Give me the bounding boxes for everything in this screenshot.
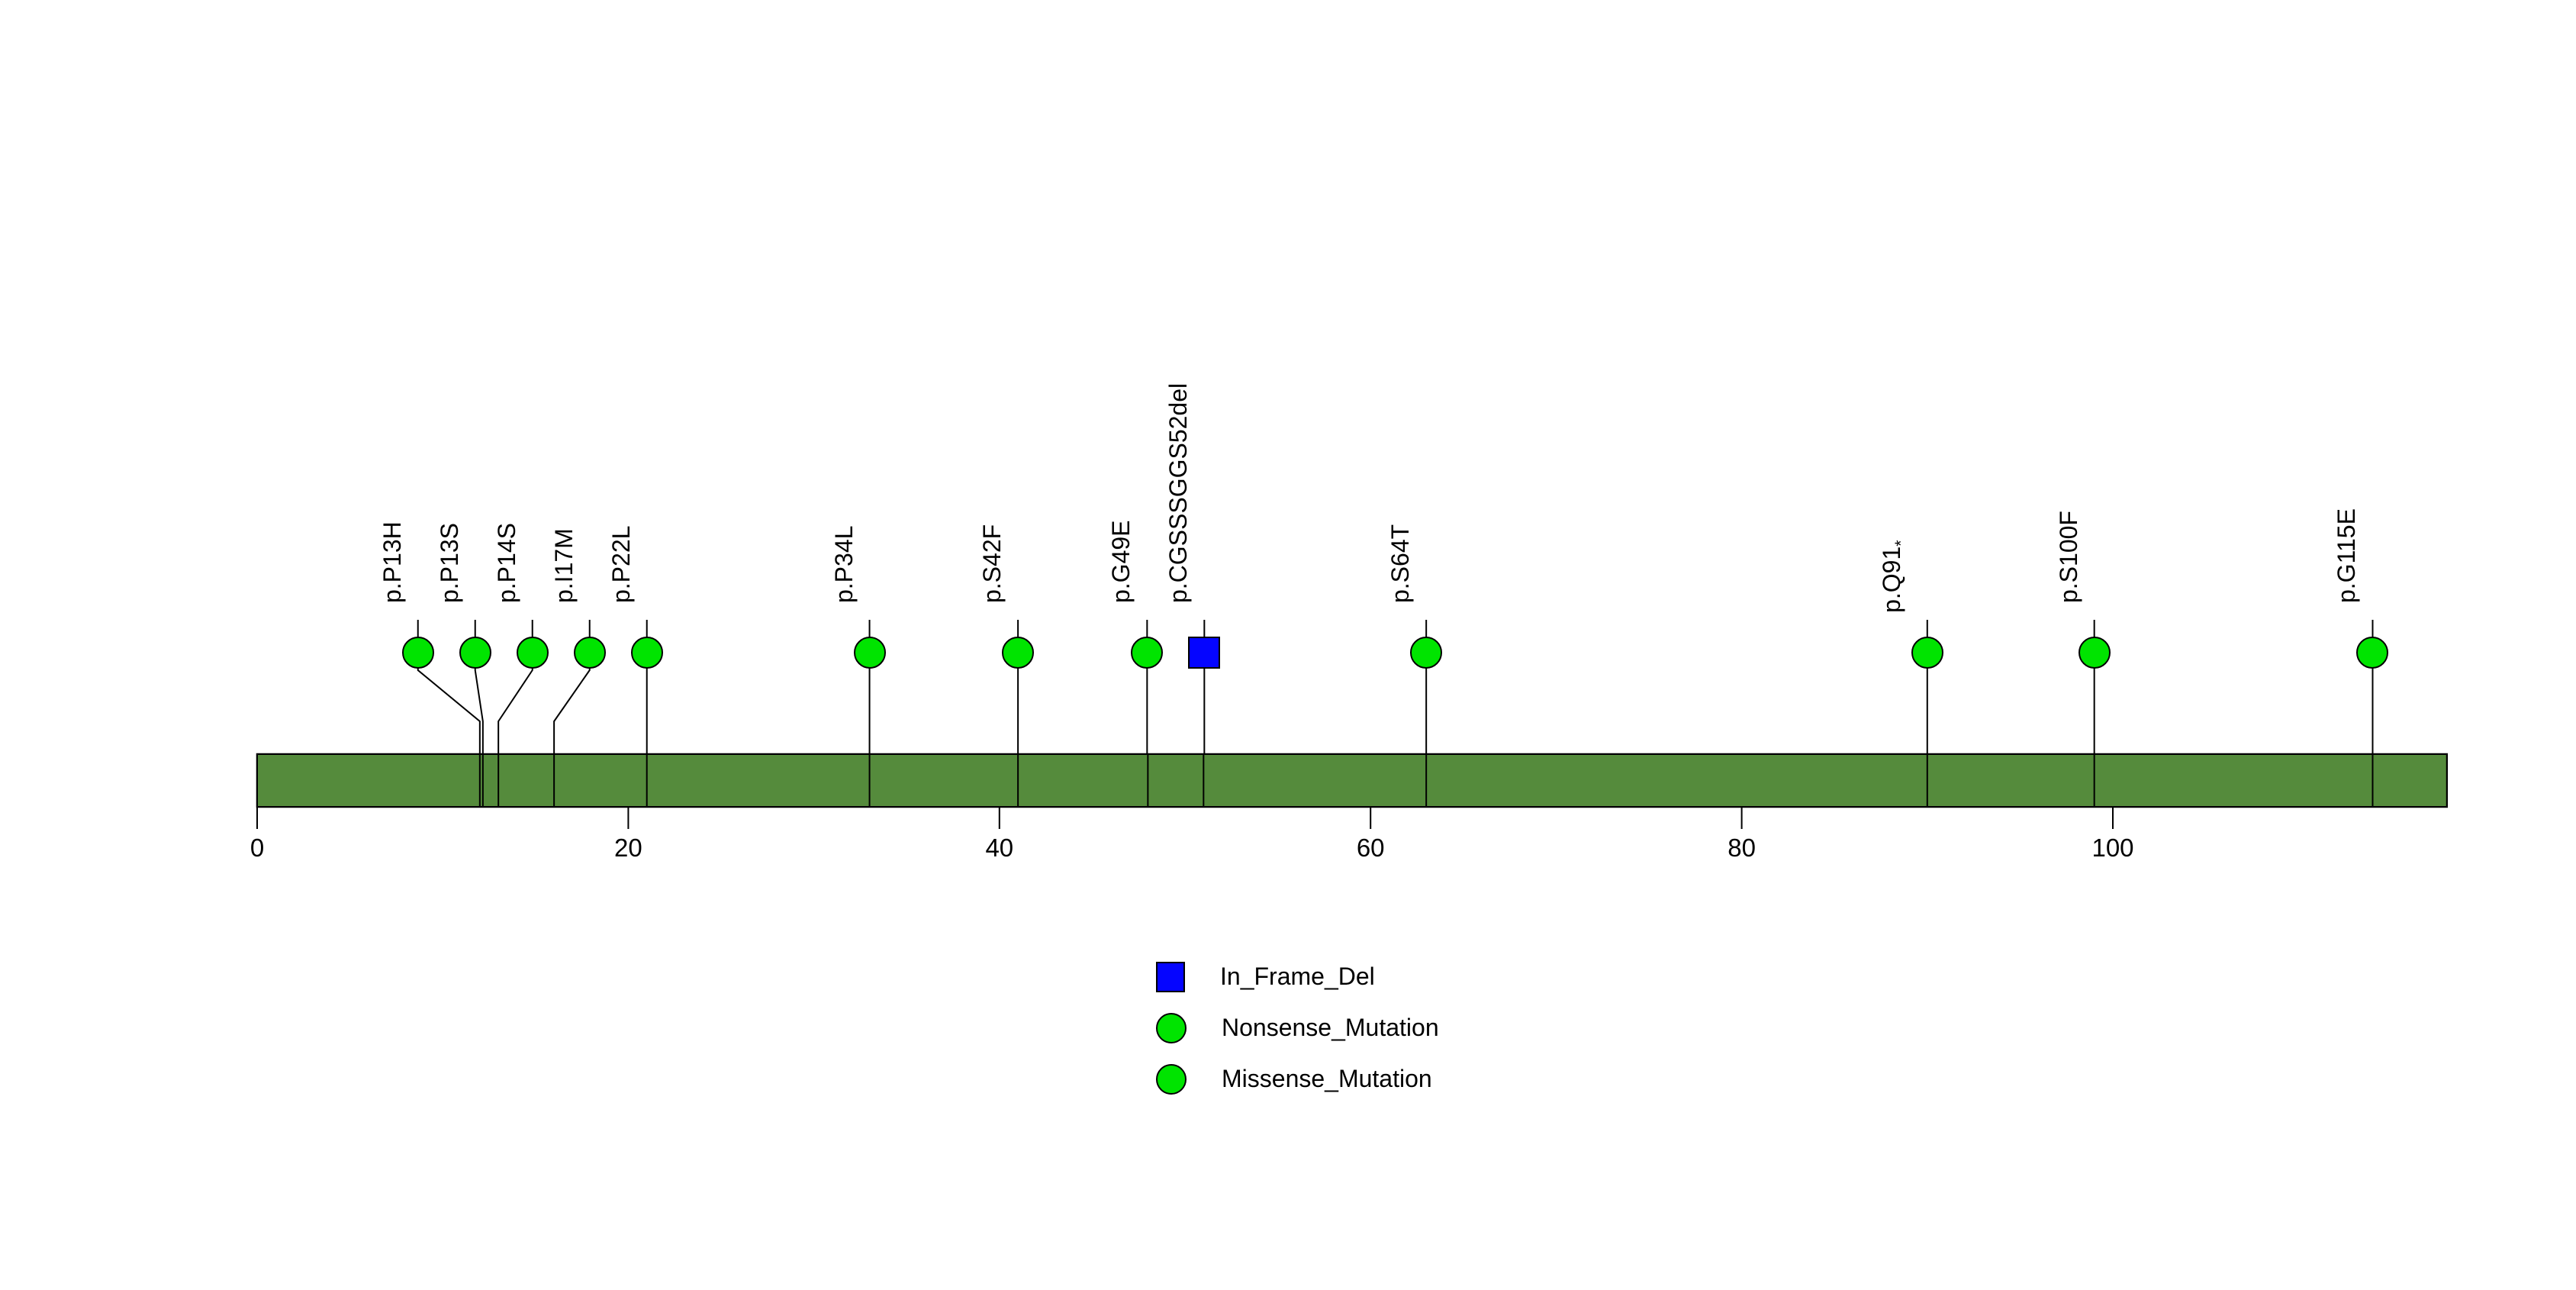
legend-swatch-circle-icon <box>1156 1063 1187 1095</box>
mutation-marker-circle <box>1131 637 1164 669</box>
mutation-label: p.Q91* <box>1877 540 1910 613</box>
mutation-label: p.S64T <box>1386 524 1415 603</box>
axis-tick-label: 80 <box>1728 834 1756 862</box>
axis-tick-label: 100 <box>2091 834 2134 862</box>
mutation-marker-circle <box>1002 637 1035 669</box>
mutation-marker-circle <box>2356 637 2389 669</box>
protein-bar <box>258 755 2446 806</box>
legend-label: Nonsense_Mutation <box>1222 1014 1439 1041</box>
mutation-label: p.G49E <box>1107 520 1135 603</box>
legend-item: In_Frame_Del <box>1156 951 1439 1002</box>
mutation-marker-circle <box>630 637 663 669</box>
mutation-label: p.P14S <box>492 523 520 603</box>
mutation-marker-circle <box>401 637 434 669</box>
mutation-marker-circle <box>516 637 549 669</box>
mutation-marker-square <box>1188 637 1221 669</box>
mutation-label: p.P22L <box>607 525 635 603</box>
mutation-label: p.P34L <box>829 525 858 603</box>
axis-tick-label: 0 <box>250 834 265 862</box>
axis-tick-label: 60 <box>1356 834 1385 862</box>
legend-label: In_Frame_Del <box>1220 963 1375 990</box>
mutation-marker-circle <box>853 637 886 669</box>
protein-bar-border <box>256 753 2449 808</box>
legend-label: Missense_Mutation <box>1222 1065 1432 1092</box>
stop-codon-asterisk: * <box>1892 540 1910 547</box>
mutation-label: p.CGSSSGGS52del <box>1164 382 1193 603</box>
axis-tick-label: 40 <box>985 834 1014 862</box>
mutation-label: p.S100F <box>2054 511 2082 603</box>
mutation-label: p.P13H <box>378 521 406 603</box>
legend-item: Missense_Mutation <box>1156 1053 1439 1105</box>
mutation-marker-circle <box>459 637 491 669</box>
legend: In_Frame_Del Nonsense_Mutation Missense_… <box>1156 951 1439 1105</box>
legend-swatch-square-icon <box>1156 961 1185 992</box>
legend-swatch-circle-icon <box>1156 1012 1187 1043</box>
mutation-marker-circle <box>2078 637 2111 669</box>
mutation-label: p.I17M <box>549 528 578 603</box>
mutation-marker-circle <box>1911 637 1943 669</box>
mutation-marker-circle <box>1410 637 1443 669</box>
axis-tick-label: 20 <box>614 834 642 862</box>
legend-item: Nonsense_Mutation <box>1156 1002 1439 1053</box>
mutation-label: p.S42F <box>978 524 1006 603</box>
mutation-label: p.P13S <box>435 523 463 603</box>
mutation-marker-circle <box>573 637 606 669</box>
mutation-label: p.G115E <box>2333 508 2361 603</box>
